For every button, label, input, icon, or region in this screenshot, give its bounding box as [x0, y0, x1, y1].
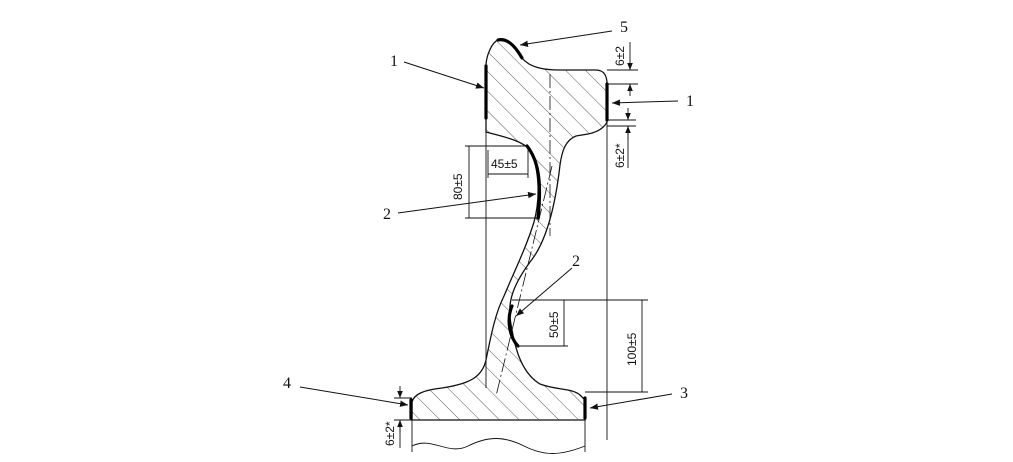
leader-3 [589, 393, 673, 410]
callout-1-left: 1 [390, 53, 398, 70]
zone-5 [496, 38, 524, 60]
callout-4: 4 [283, 375, 291, 392]
callout-3: 3 [680, 385, 688, 402]
leader-2-upper [397, 191, 537, 214]
leader-1-right [611, 99, 679, 106]
callout-5: 5 [620, 19, 628, 36]
dim-web-to-foot-height-text: 100±5 [625, 332, 639, 366]
dim-top-right-lower-text: 6±2* [613, 143, 627, 168]
dim-head-fillet-height-text: 80±5 [451, 173, 465, 200]
zone-2-lower [507, 304, 520, 348]
leader-4 [299, 386, 409, 407]
leader-5 [519, 30, 613, 47]
center-axis-lower [495, 165, 553, 397]
zone-2-upper [525, 144, 542, 220]
break-line [411, 438, 586, 454]
dim-foot-left-edge-text: 6±2* [383, 421, 397, 446]
rail-section-outline [411, 38, 608, 421]
callout-2-upper: 2 [383, 206, 391, 223]
leader-1-left [403, 61, 485, 89]
callout-1-right: 1 [686, 93, 694, 110]
callout-2-lower: 2 [572, 253, 580, 270]
leader-2-lower [515, 267, 573, 317]
dim-head-fillet-width-text: 45±5 [491, 157, 518, 171]
dim-web-fillet-height-text: 50±5 [547, 311, 561, 338]
dim-top-right-upper-text: 6±2 [613, 46, 627, 66]
